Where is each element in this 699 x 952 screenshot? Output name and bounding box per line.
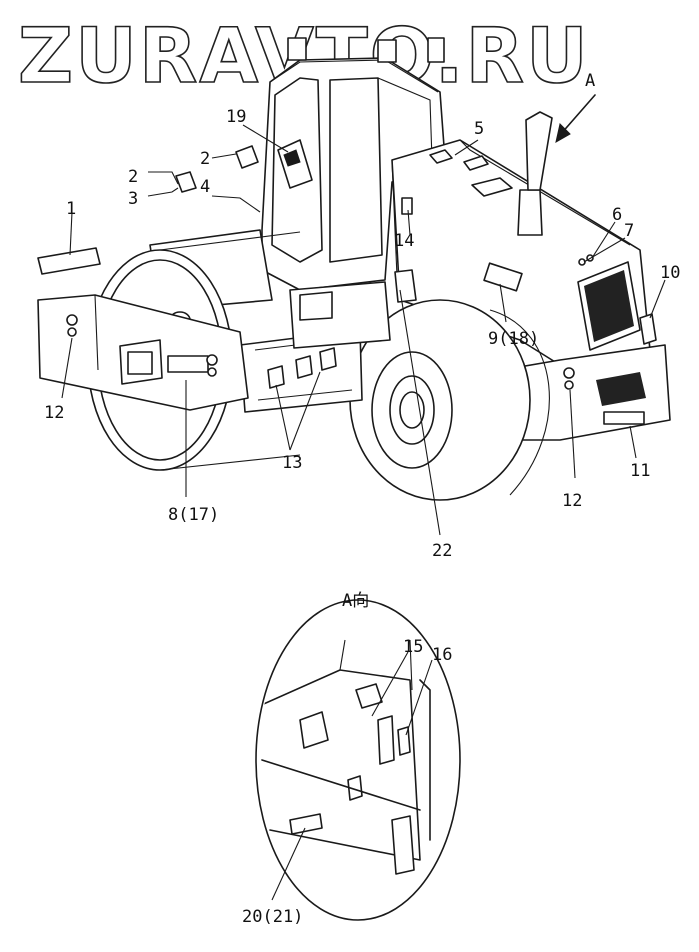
callout-6: 6: [612, 205, 622, 225]
callout-20: 20(21): [242, 907, 303, 927]
view-arrow-a: [555, 94, 596, 143]
cab: [261, 37, 446, 291]
rear-bumper: [489, 344, 671, 441]
callout-9: 9(18): [488, 329, 539, 349]
leader-lines: [61, 124, 666, 536]
callout-1: 1: [66, 199, 76, 219]
callout-19: 19: [226, 107, 246, 127]
front-frame: [37, 247, 249, 411]
callout-15: 15: [403, 637, 423, 657]
rear-wheel: [349, 299, 550, 501]
roller-machine: [37, 37, 671, 536]
chassis: [239, 269, 417, 413]
callout-2a: 2: [128, 167, 138, 187]
callout-labels: 19 2 3 2 4 1 5 A 6 7 10 14 9(18) 12 12 1…: [44, 71, 680, 927]
callout-3: 3: [128, 189, 138, 209]
callout-8: 8(17): [168, 505, 219, 525]
callout-5: 5: [474, 119, 484, 139]
callout-14: 14: [394, 231, 414, 251]
callout-7: 7: [624, 221, 634, 241]
callout-12b: 12: [562, 491, 582, 511]
callout-10: 10: [660, 263, 680, 283]
detail-view-a: [255, 599, 461, 921]
view-arrow-label: A: [585, 71, 595, 91]
callout-12a: 12: [44, 403, 64, 423]
callout-2b: 2: [200, 149, 210, 169]
callout-11: 11: [630, 461, 650, 481]
callout-4: 4: [200, 177, 210, 197]
view-caption: A向: [342, 591, 369, 611]
loose-decals: [175, 145, 259, 193]
callout-13: 13: [282, 453, 302, 473]
callout-22: 22: [432, 541, 452, 561]
callout-16: 16: [432, 645, 452, 665]
